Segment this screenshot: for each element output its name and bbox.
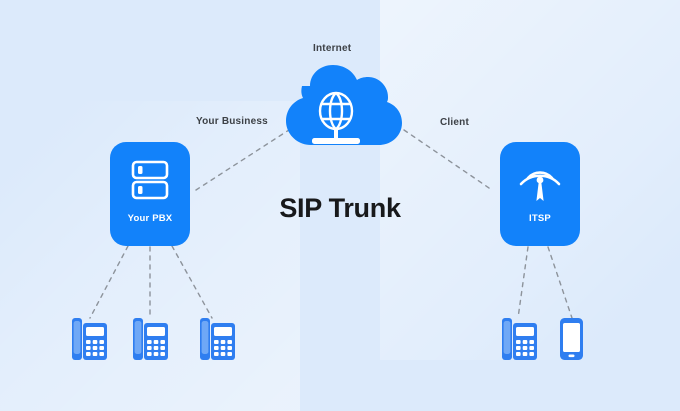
desk-phone-icon bbox=[200, 318, 235, 360]
page-title: SIP Trunk bbox=[279, 193, 401, 223]
endpoint-mobile-phone-1[interactable] bbox=[560, 318, 583, 360]
globe-network-icon bbox=[312, 91, 360, 144]
desk-phone-icon bbox=[72, 318, 107, 360]
desk-phone-icon bbox=[502, 318, 537, 360]
endpoint-desk-phone-1[interactable] bbox=[72, 318, 107, 360]
endpoint-desk-phone-2[interactable] bbox=[133, 318, 168, 360]
desk-phone-icon bbox=[133, 318, 168, 360]
label-your-business: Your Business bbox=[196, 116, 268, 127]
label-internet: Internet bbox=[313, 43, 352, 54]
endpoint-desk-phone-3[interactable] bbox=[200, 318, 235, 360]
endpoint-desk-phone-4[interactable] bbox=[502, 318, 537, 360]
label-client: Client bbox=[440, 117, 469, 128]
mobile-phone-icon bbox=[560, 318, 583, 360]
node-internet-cloud[interactable] bbox=[286, 65, 402, 145]
